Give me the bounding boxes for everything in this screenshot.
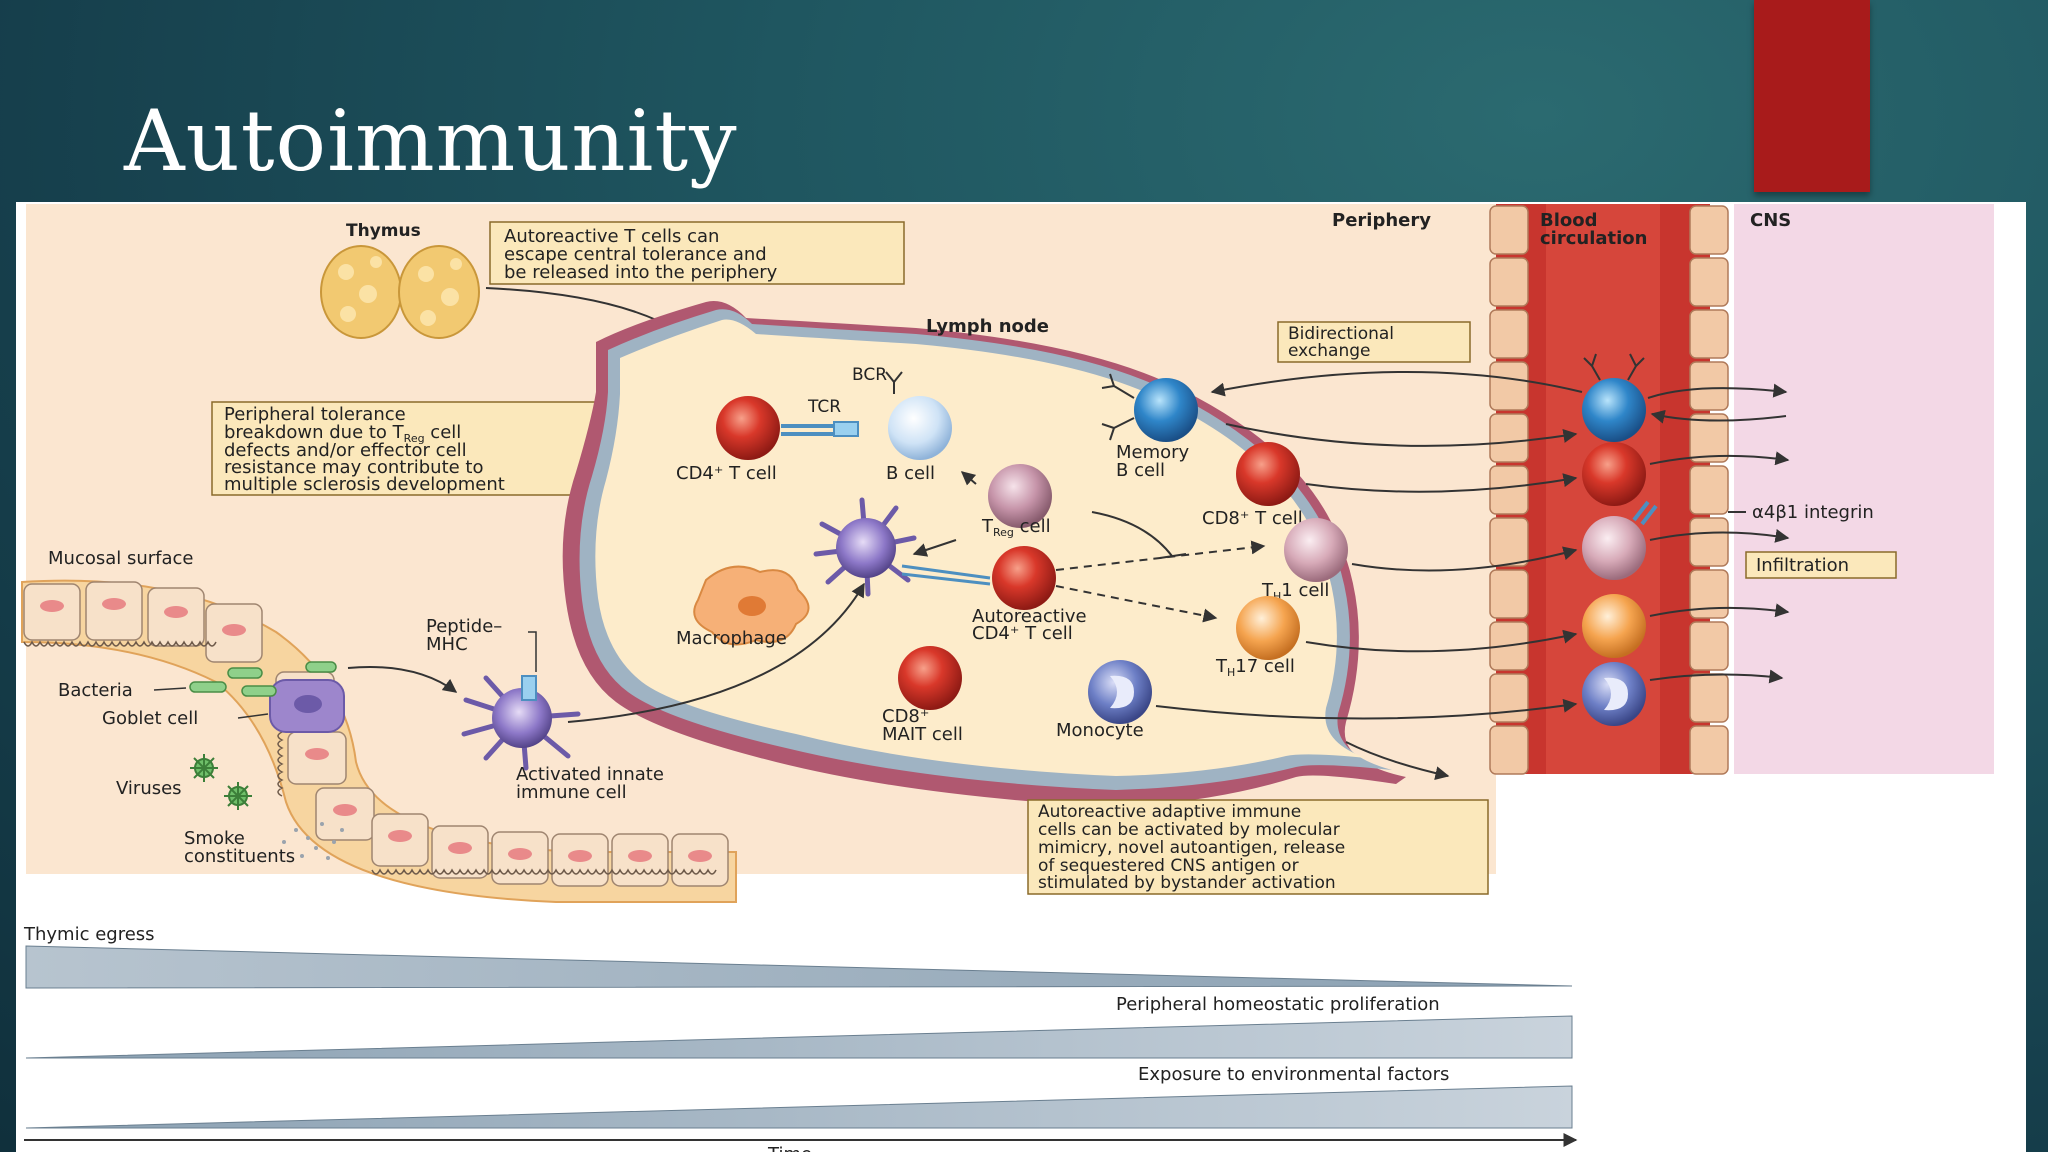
cd8-mait-cell	[898, 646, 962, 710]
cd4-t-cell	[716, 396, 780, 460]
slide-title: Autoimmunity	[124, 92, 738, 190]
integrin-label: α4β1 integrin	[1752, 502, 1874, 523]
b-cell-label: B cell	[886, 463, 935, 484]
macrophage-label: Macrophage	[676, 628, 787, 649]
environmental-wedge	[25, 1085, 1573, 1129]
memory-b-receptors	[1101, 373, 1135, 441]
th1-cell	[1284, 518, 1348, 582]
periphery-label: Periphery	[1332, 210, 1431, 231]
innate-arrow-in	[347, 666, 458, 693]
vessel-wall-left	[1489, 205, 1529, 775]
viruses-label: Viruses	[116, 778, 182, 799]
cns-label: CNS	[1750, 210, 1791, 231]
accent-bar	[1754, 0, 1870, 192]
vessel-th17-cell	[1582, 594, 1646, 658]
peptide-mhc-icon	[521, 675, 537, 701]
note-adaptive-text: Autoreactive adaptive immune cells can b…	[1038, 802, 1351, 893]
virus-icons	[190, 754, 252, 810]
th17-cell	[1236, 596, 1300, 660]
goblet-leader	[237, 713, 269, 719]
peptide-mhc-label: Peptide– MHC	[426, 616, 508, 655]
bacteria-icons	[189, 661, 337, 697]
goblet-cell-label: Goblet cell	[102, 708, 198, 729]
autoreactive-cd4-cell	[992, 546, 1056, 610]
lymph-node-label: Lymph node	[926, 316, 1049, 337]
pathogenesis-diagram: Thymus Autoreactive T cells can escape c…	[21, 204, 1994, 1152]
mucosal-surface-label: Mucosal surface	[48, 548, 194, 569]
time-label: Time	[767, 1144, 812, 1152]
memory-b-label: Memory B cell	[1116, 442, 1195, 481]
innate-cell-label: Activated innate immune cell	[516, 764, 670, 803]
blood-circulation-label: Blood circulation	[1540, 210, 1647, 249]
goblet-cell-icon	[269, 679, 345, 733]
homeostatic-wedge	[25, 1015, 1573, 1059]
cd8-t-cell-label: CD8⁺ T cell	[1202, 508, 1303, 529]
lymph-node-arrows	[912, 471, 1266, 623]
treg-cell	[988, 464, 1052, 528]
thymus-icon	[320, 245, 480, 339]
cd4-t-cell-label: CD4⁺ T cell	[676, 463, 777, 484]
note-tolerance-box	[211, 401, 613, 496]
thymic-egress-label: Thymic egress	[23, 924, 155, 945]
thymus-label: Thymus	[346, 221, 421, 241]
autoreactive-cd4-label: Autoreactive CD4⁺ T cell	[972, 606, 1092, 644]
vessel-cd8-cell	[1582, 442, 1646, 506]
homeostatic-label: Peripheral homeostatic proliferation	[1116, 994, 1440, 1015]
vessel-b-receptors	[1583, 353, 1645, 381]
th1-cell-label: TH1 cell	[1261, 580, 1329, 603]
th17-cell-label: TH17 cell	[1215, 656, 1295, 679]
cd8-t-cell	[1236, 442, 1300, 506]
b-cell	[888, 396, 952, 460]
innate-arrow-out	[567, 582, 865, 723]
note-escape-box	[489, 221, 905, 285]
bacteria-label: Bacteria	[58, 680, 133, 701]
tcr-label: TCR	[807, 397, 841, 417]
note-bidirectional-box	[1277, 321, 1471, 363]
note-tolerance-text: Peripheral tolerance breakdown due to TR…	[224, 404, 505, 495]
innate-immune-cell-icon	[461, 675, 581, 771]
figure-panel: Thymus Autoreactive T cells can escape c…	[16, 202, 2026, 1152]
note-adaptive-box	[1027, 799, 1489, 895]
treg-cell-label: TReg cell	[981, 516, 1051, 539]
cd8-mait-label: CD8⁺ MAIT cell	[882, 706, 963, 745]
peptide-leader	[528, 631, 537, 672]
vessel-th1-cell	[1582, 516, 1646, 580]
tcr-receptor	[781, 421, 859, 437]
vessel-wall-right	[1689, 205, 1729, 775]
circulation-arrows	[1155, 371, 1790, 781]
note-bidirectional-text: Bidirectional exchange	[1288, 324, 1399, 361]
memory-b-cell	[1134, 378, 1198, 442]
monocyte-label: Monocyte	[1056, 720, 1144, 741]
bcr-receptor	[885, 371, 903, 394]
smoke-label: Smoke constituents	[184, 828, 295, 867]
vessel-monocyte-nucleus	[1604, 677, 1628, 711]
vessel-memory-b-cell	[1582, 378, 1646, 442]
bacteria-leader	[153, 687, 187, 691]
note-escape-text: Autoreactive T cells can escape central …	[504, 226, 778, 283]
smoke-particles	[282, 822, 344, 860]
dendritic-cell-icon	[813, 497, 917, 597]
macrophage-icon	[693, 565, 810, 646]
bcr-label: BCR	[852, 365, 887, 385]
cns-region	[1734, 204, 1994, 774]
mhc-tcr-contact	[901, 564, 991, 586]
infiltration-label: Infiltration	[1756, 555, 1849, 576]
microvilli	[23, 640, 717, 875]
monocyte-nucleus	[1110, 675, 1134, 709]
thymic-egress-wedge	[25, 945, 1573, 989]
infiltration-box	[1745, 551, 1897, 579]
integrin-marker	[1632, 500, 1658, 526]
environmental-label: Exposure to environmental factors	[1138, 1064, 1449, 1085]
